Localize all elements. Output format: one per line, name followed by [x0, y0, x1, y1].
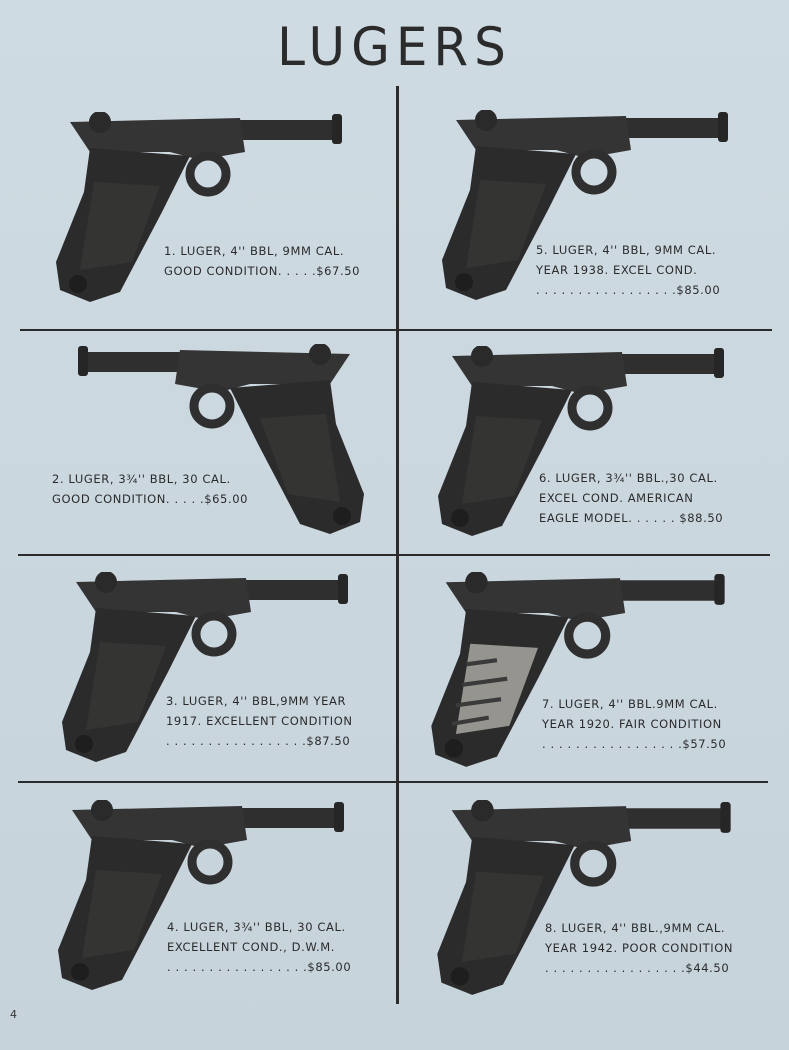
- item-description: 1. LUGER, 4'' BBL, 9MM CAL. GOOD CONDITI…: [164, 244, 361, 278]
- page-title: LUGERS: [277, 16, 512, 78]
- item-description: 7. LUGER, 4'' BBL.9MM CAL. YEAR 1920. FA…: [542, 697, 727, 751]
- page-number: 4: [10, 1008, 17, 1021]
- horizontal-divider: [20, 329, 772, 331]
- item-description: 8. LUGER, 4'' BBL.,9MM CAL. YEAR 1942. P…: [545, 921, 734, 975]
- luger-pistol-image: [424, 572, 734, 772]
- item-description: 6. LUGER, 3¾'' BBL.,30 CAL. EXCEL COND. …: [539, 471, 724, 525]
- item-description: 3. LUGER, 4'' BBL,9MM YEAR 1917. EXCELLE…: [166, 694, 353, 748]
- horizontal-divider: [18, 781, 768, 783]
- item-description: 5. LUGER, 4'' BBL, 9MM CAL. YEAR 1938. E…: [536, 243, 721, 297]
- item-description: 2. LUGER, 3¾'' BBL, 30 CAL. GOOD CONDITI…: [52, 472, 249, 506]
- item-description: 4. LUGER, 3¾'' BBL, 30 CAL. EXCELLENT CO…: [167, 920, 352, 974]
- horizontal-divider: [18, 554, 770, 556]
- vertical-divider: [396, 86, 399, 1004]
- luger-pistol-image: [70, 344, 370, 539]
